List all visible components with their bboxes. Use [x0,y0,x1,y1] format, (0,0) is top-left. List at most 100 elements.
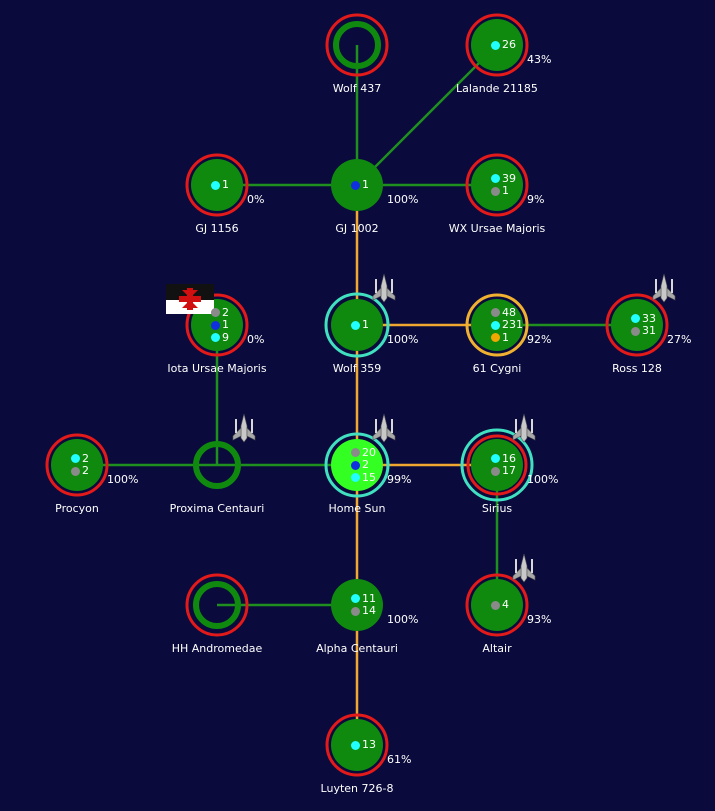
cyan-unit-dot-icon [491,174,500,184]
unit-count-row: 1 [491,185,516,198]
gray-unit-dot-icon [491,600,500,610]
unit-count: 16 [502,451,516,465]
star-procyon[interactable] [45,433,109,497]
cyan-unit-dot-icon [631,314,640,324]
unit-count: 33 [642,311,656,325]
star-percent: 100% [527,473,559,486]
star-sirius[interactable] [460,428,534,502]
unit-count: 20 [362,445,376,459]
star-name: Proxima Centauri [169,502,265,515]
gray-unit-dot-icon [491,186,500,196]
ship-icon[interactable] [512,553,536,583]
star-name: Alpha Centauri [316,642,398,655]
unit-count-row: 2 [71,451,89,466]
star-percent: 27% [667,333,692,346]
cyan-unit-dot-icon [491,320,500,330]
star-hhandro[interactable] [185,573,249,637]
star-alphacen[interactable] [331,579,383,631]
gray-unit-dot-icon [351,606,360,616]
gray-unit-dot-icon [491,308,500,317]
star-percent: 43% [527,53,552,66]
ship-icon[interactable] [372,273,396,303]
unit-count: 13 [362,738,376,751]
ship-icon[interactable] [512,413,536,443]
star-proxima[interactable] [193,441,241,489]
unit-count-row: 17 [491,465,516,478]
star-percent: 93% [527,613,552,626]
star-percent: 100% [387,613,419,626]
ship-icon[interactable] [652,273,676,303]
ship-icon[interactable] [372,413,396,443]
unit-count: 39 [502,171,516,185]
star-name: Procyon [55,502,99,515]
star-percent: 0% [247,333,265,346]
cyan-unit-dot-icon [351,320,360,330]
star-name: Luyten 726-8 [320,782,394,795]
unit-count: 2 [82,451,89,465]
unit-count: 1 [222,178,229,191]
gray-unit-dot-icon [71,466,80,476]
star-percent: 99% [387,473,412,486]
orange-unit-dot-icon [491,333,500,342]
unit-counts: 26 [491,39,516,52]
unit-count-row: 16 [491,451,516,466]
unit-count-row: 15 [351,471,376,484]
star-percent: 100% [387,333,419,346]
star-name: Ross 128 [612,362,662,375]
unit-count: 11 [362,591,376,605]
cyan-unit-dot-icon [491,454,500,464]
unit-count-row: 9 [211,331,229,344]
unit-count-row: 48 [491,306,523,319]
unit-count-row: 1 [211,179,229,192]
unit-count: 2 [222,305,229,319]
blue-unit-dot-icon [351,460,360,470]
star-ross128[interactable] [605,293,669,357]
cyan-unit-dot-icon [491,40,500,50]
unit-counts: 13 [351,739,376,752]
unit-count-row: 31 [631,325,656,338]
star-wxursae[interactable] [465,153,529,217]
unit-count-row: 1 [351,319,369,332]
cyan-unit-dot-icon [71,454,80,464]
star-name: 61 Cygni [472,362,522,375]
star-percent: 100% [107,473,139,486]
unit-count: 26 [502,38,516,51]
ship-icon[interactable] [232,413,256,443]
gray-unit-dot-icon [351,448,360,457]
unit-count: 15 [362,470,376,484]
unit-count-row: 2 [351,459,376,472]
cyan-unit-dot-icon [351,473,360,482]
unit-counts: 4 [491,599,509,612]
unit-count-row: 1 [491,331,523,344]
star-wolf437[interactable] [325,13,389,77]
cyan-unit-dot-icon [211,333,220,342]
gray-unit-dot-icon [491,466,500,476]
unit-count: 231 [502,318,523,331]
unit-count: 1 [502,330,509,344]
unit-count: 1 [502,184,509,198]
star-name: Home Sun [328,502,386,515]
unit-count: 1 [362,178,369,191]
lane-lalande-gj1002 [356,44,498,186]
unit-count-row: 4 [491,599,509,612]
blue-unit-dot-icon [211,320,220,330]
gray-unit-dot-icon [211,308,220,317]
unit-counts: 1 [351,319,369,332]
unit-count-row: 231 [491,319,523,332]
star-percent: 9% [527,193,545,206]
unit-count-row: 2 [71,465,89,478]
star-name: Altair [482,642,512,655]
unit-count: 48 [502,305,516,319]
unit-count-row: 14 [351,605,376,618]
star-percent: 92% [527,333,552,346]
unit-count-row: 1 [351,179,369,192]
unit-count: 1 [222,318,229,331]
unit-count-row: 20 [351,446,376,459]
